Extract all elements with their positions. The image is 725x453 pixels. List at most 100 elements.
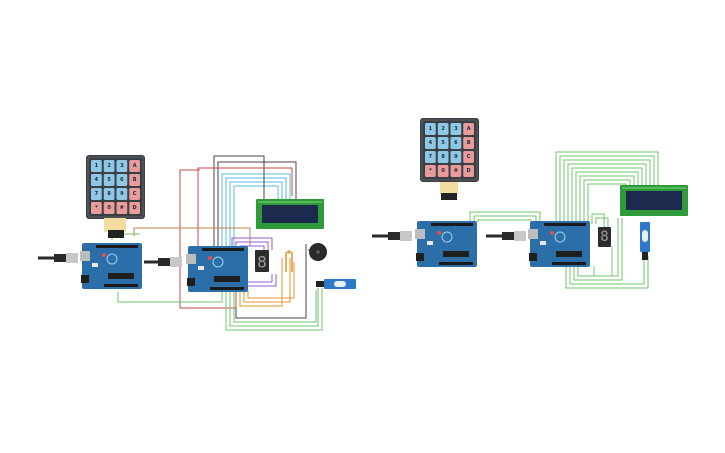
keypad-2-key bbox=[450, 151, 462, 163]
arduino-board-3-pcb bbox=[417, 221, 477, 267]
arduino-board-1-logo bbox=[106, 253, 118, 265]
keypad-1-key-label: 3 bbox=[120, 163, 124, 169]
keypad-1-key bbox=[91, 188, 102, 200]
keypad-1-key-label: 8 bbox=[107, 191, 111, 197]
keypad-2-ribbon bbox=[440, 182, 458, 200]
arduino-board-2-usb-jack bbox=[186, 254, 196, 264]
arduino-board-4-chip bbox=[556, 251, 582, 257]
keypad-2-key bbox=[425, 165, 436, 177]
arduino-board-4-header-bottom bbox=[552, 262, 586, 265]
keypad-1-key bbox=[129, 174, 140, 186]
keypad-2-key-label: B bbox=[467, 140, 471, 146]
arduino-board-1-reset-button bbox=[102, 253, 106, 257]
keypad-2-key bbox=[463, 137, 474, 149]
arduino-board-3-header-bottom bbox=[439, 262, 473, 265]
keypad-1-key bbox=[116, 160, 128, 172]
arduino-board-1-power-jack bbox=[81, 275, 89, 283]
keypad-1-key bbox=[129, 188, 140, 200]
usb-cable-1 bbox=[38, 253, 78, 263]
keypad-1-ribbon bbox=[104, 218, 126, 238]
keypad-1-key-label: 4 bbox=[95, 177, 99, 183]
keypad-1-key-label: * bbox=[95, 205, 98, 211]
keypad-1-key bbox=[103, 188, 115, 200]
keypad-2-key bbox=[463, 165, 474, 177]
keypad-2-key bbox=[437, 123, 449, 135]
arduino-board-2-header-bottom bbox=[210, 287, 244, 290]
lcd-display-2 bbox=[620, 185, 688, 216]
keypad-2-key-label: 0 bbox=[441, 168, 445, 174]
keypad-1-key bbox=[103, 174, 115, 186]
keypad-2-key-label: D bbox=[467, 168, 471, 174]
keypad-1-key bbox=[103, 160, 115, 172]
keypad-1-key bbox=[129, 202, 140, 214]
keypad-1-key bbox=[91, 160, 102, 172]
led-pair bbox=[285, 250, 293, 272]
arduino-board-2 bbox=[186, 246, 248, 292]
arduino-board-1-pcb bbox=[82, 243, 142, 289]
wires-left bbox=[111, 155, 323, 331]
usb-cable-4 bbox=[486, 231, 526, 241]
keypad-1-key bbox=[116, 202, 128, 214]
arduino-board-2-reset-button bbox=[208, 256, 212, 260]
keypad-1-key-label: D bbox=[133, 205, 137, 211]
keypad-1-key bbox=[116, 188, 128, 200]
keypad-2-key-label: C bbox=[467, 154, 471, 160]
arduino-board-3-usb-jack bbox=[415, 229, 425, 239]
servo-motor-2 bbox=[640, 222, 650, 260]
keypad-1-key-label: # bbox=[120, 205, 124, 211]
seven-segment-display-1: 8 bbox=[255, 250, 269, 272]
lcd-display-1 bbox=[256, 199, 324, 229]
arduino-board-4 bbox=[528, 221, 590, 267]
arduino-board-4-reset-button bbox=[550, 231, 554, 235]
arduino-board-1 bbox=[80, 243, 142, 289]
usb-cable-3 bbox=[372, 231, 412, 241]
arduino-board-1-usb-jack bbox=[80, 251, 90, 261]
wires-right bbox=[469, 151, 659, 289]
keypad-2-key bbox=[425, 151, 436, 163]
seven-segment-display-2: 8 bbox=[598, 227, 611, 247]
keypad-2-key bbox=[425, 137, 436, 149]
keypad-1-key-label: C bbox=[133, 191, 137, 197]
keypad-1-key bbox=[91, 202, 102, 214]
arduino-board-3-crystal bbox=[427, 241, 433, 245]
keypad-1-key-label: 5 bbox=[107, 177, 111, 183]
arduino-board-3-reset-button bbox=[437, 231, 441, 235]
keypad-1-key bbox=[91, 174, 102, 186]
keypad-1-key bbox=[116, 174, 128, 186]
keypad-2-key-label: 8 bbox=[441, 154, 445, 160]
arduino-board-2-header-top bbox=[202, 248, 244, 251]
arduino-board-1-header-bottom bbox=[104, 284, 138, 287]
arduino-board-4-logo bbox=[554, 231, 566, 243]
keypad-2-key-label: 6 bbox=[454, 140, 458, 146]
keypad-2-key-label: 5 bbox=[441, 140, 445, 146]
arduino-board-2-crystal bbox=[198, 266, 204, 270]
arduino-board-3 bbox=[415, 221, 477, 267]
arduino-board-2-pcb bbox=[188, 246, 248, 292]
keypad-2-key-label: 3 bbox=[454, 126, 458, 132]
arduino-board-3-header-top bbox=[431, 223, 473, 226]
keypad-2-key-label: * bbox=[429, 168, 432, 174]
arduino-board-3-logo bbox=[441, 231, 453, 243]
keypad-1-key-label: 0 bbox=[107, 205, 111, 211]
arduino-board-1-crystal bbox=[92, 263, 98, 267]
piezo-buzzer bbox=[309, 243, 327, 261]
arduino-board-4-power-jack bbox=[529, 253, 537, 261]
keypad-2-key-label: 7 bbox=[429, 154, 433, 160]
keypad-1-key-label: 1 bbox=[95, 163, 99, 169]
arduino-board-3-chip bbox=[443, 251, 469, 257]
keypad-1-key bbox=[129, 160, 140, 172]
arduino-board-3-power-jack bbox=[416, 253, 424, 261]
keypad-1-key-label: A bbox=[133, 163, 137, 169]
keypad-2-key bbox=[437, 137, 449, 149]
keypad-1-key-label: 2 bbox=[107, 163, 111, 169]
seven-segment-digit-2: 8 bbox=[600, 229, 608, 245]
keypad-2-key-label: 1 bbox=[429, 126, 433, 132]
keypad-2-key bbox=[463, 123, 474, 135]
usb-cable-2 bbox=[144, 257, 182, 267]
keypad-2-key-label: 9 bbox=[454, 154, 458, 160]
arduino-board-4-crystal bbox=[540, 241, 546, 245]
